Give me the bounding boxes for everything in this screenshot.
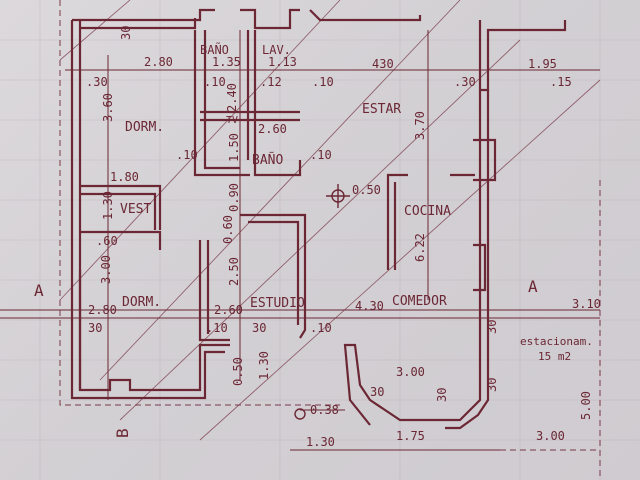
dim-2-50: 2.50 xyxy=(227,257,241,286)
dimension-lines xyxy=(0,30,600,451)
dim-15: .15 xyxy=(550,75,572,89)
center-mark-icon xyxy=(294,184,350,420)
room-label-estacionam: estacionam. xyxy=(520,335,593,348)
vertical-dimensions: 30 3.60 2.40 3.70 1.50 0.90 1.30 0.60 6.… xyxy=(99,26,593,420)
dim-3-10: 3.10 xyxy=(572,297,601,311)
dim-30-a: .30 xyxy=(86,75,108,89)
dim-30-h: 30 xyxy=(485,320,499,334)
section-mark-a-left: A xyxy=(34,281,44,300)
dim-2-60-a: 2.60 xyxy=(258,122,287,136)
section-mark-b: B xyxy=(113,428,132,438)
dim-10-d: .10 xyxy=(310,148,332,162)
section-mark-a-right: A xyxy=(528,277,538,296)
dim-30-c: 30 xyxy=(88,321,102,335)
dim-3-70: 3.70 xyxy=(413,111,427,140)
dim-1-30-c: 1.30 xyxy=(306,435,335,449)
room-label-vest: VEST xyxy=(120,202,151,217)
dim-2-80-b: 2.80 xyxy=(88,303,117,317)
dim-2-60-b: 2.60 xyxy=(214,303,243,317)
dim-30-f: 30 xyxy=(435,388,449,402)
dim-2-40: 2.40 xyxy=(225,83,239,112)
dim-10-b: .10 xyxy=(312,75,334,89)
dim-1-75: 1.75 xyxy=(396,429,425,443)
dim-1-35: 1.35 xyxy=(212,55,241,69)
dim-10-a: .10 xyxy=(204,75,226,89)
dim-0-50-a: 0.50 xyxy=(352,183,381,197)
dim-3-00-a: 3.00 xyxy=(99,255,113,284)
dim-10-e: .10 xyxy=(206,321,228,335)
dim-1-95: 1.95 xyxy=(528,57,557,71)
dim-1-80: 1.80 xyxy=(110,170,139,184)
room-label-cocina: COCINA xyxy=(404,204,451,219)
dim-30-g: 30 xyxy=(370,385,384,399)
room-label-dorm-1: DORM. xyxy=(125,120,164,135)
dim-12: .12 xyxy=(260,75,282,89)
dim-3-00-b: 3.00 xyxy=(396,365,425,379)
dim-30-d: 30 xyxy=(252,321,266,335)
room-label-dorm-2: DORM. xyxy=(122,295,161,310)
diagonal-construction-lines xyxy=(59,0,601,441)
walls xyxy=(70,8,567,430)
dim-60: .60 xyxy=(96,234,118,248)
dim-3-00-c: 3.00 xyxy=(536,429,565,443)
room-label-comedor: COMEDOR xyxy=(392,294,447,309)
room-label-bano-top: BAÑO xyxy=(200,42,229,57)
dim-0-38: 0.38 xyxy=(310,403,339,417)
dim-2-80: 2.80 xyxy=(144,55,173,69)
dim-1-30-a: 1.30 xyxy=(101,191,115,220)
dim-10-f: .10 xyxy=(310,321,332,335)
room-label-tv: TV xyxy=(226,115,238,126)
dim-30-b: .30 xyxy=(454,75,476,89)
dim-3-60: 3.60 xyxy=(101,93,115,122)
dim-1-50: 1.50 xyxy=(227,133,241,162)
room-label-estar: ESTAR xyxy=(362,102,401,117)
dim-0-50-b: 0.50 xyxy=(231,357,245,386)
dim-0-90: 0.90 xyxy=(227,183,241,212)
dim-30-i: 30 xyxy=(485,378,499,392)
room-label-estudio: ESTUDIO xyxy=(250,296,305,311)
room-label-estacionam-area: 15 m2 xyxy=(538,350,571,363)
dim-430-top: 430 xyxy=(372,57,394,71)
dim-4-30-mid: 4.30 xyxy=(355,299,384,313)
dim-0-60-a: 0.60 xyxy=(221,215,235,244)
room-label-lav: LAV. xyxy=(262,43,291,57)
room-label-bano-2: BAÑO xyxy=(252,152,283,168)
dim-6-22: 6.22 xyxy=(413,233,427,262)
dim-5-00: 5.00 xyxy=(579,391,593,420)
dim-1-30-b: 1.30 xyxy=(257,351,271,380)
dim-10-c: .10 xyxy=(176,148,198,162)
dim-30-e: 30 xyxy=(119,26,133,40)
dim-1-13: 1.13 xyxy=(268,55,297,69)
